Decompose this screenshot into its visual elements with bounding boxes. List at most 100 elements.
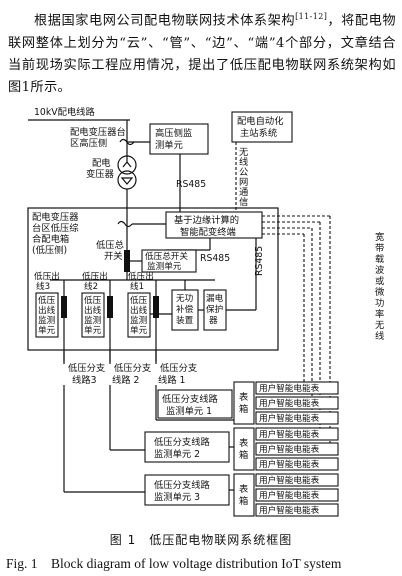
edge-terminal-line2: 智能配变终端 bbox=[180, 226, 236, 238]
hv-monitor-line1: 高压侧监 bbox=[155, 127, 192, 139]
svg-text:低压总开关: 低压总开关 bbox=[96, 239, 124, 262]
transformer-hv-line1: 配电变压器台 bbox=[70, 126, 126, 138]
meter-1a bbox=[255, 381, 339, 395]
svg-text:配电变压器台区高压侧: 配电变压器台区高压侧 bbox=[70, 126, 126, 149]
outgoing3-monitor bbox=[35, 292, 59, 338]
svg-text:无功 补偿 装置: 无功 补偿 装置 bbox=[176, 293, 196, 326]
branch2-label1: 低压分支 bbox=[114, 362, 151, 374]
meter-3a-label: 用户智能电能表 bbox=[259, 474, 320, 486]
meter-box-1 bbox=[233, 381, 255, 425]
lv-cabinet-line2: 台区低压综 bbox=[32, 222, 79, 234]
meter-2b-label: 用户智能电能表 bbox=[259, 443, 320, 455]
outgoing-1: 低压出线1 低压 出线 监测 单元 bbox=[127, 270, 159, 362]
edge-terminal-box bbox=[165, 211, 263, 239]
carrier-char-8: 无 bbox=[375, 320, 384, 331]
outgoing2-breaker bbox=[107, 296, 113, 318]
outgoing2-label1: 低压出 bbox=[82, 270, 108, 282]
branch1-monitor-box bbox=[157, 389, 233, 419]
meter-box3-char1: 表 bbox=[239, 483, 248, 495]
master-line1: 配电自动化 bbox=[237, 115, 284, 127]
svg-text:漏电 保护 器: 漏电 保护 器 bbox=[206, 292, 226, 326]
outgoing2-label2: 线2 bbox=[84, 280, 98, 292]
out2-mon-0: 低压 bbox=[84, 294, 102, 306]
meter-box-3 bbox=[233, 473, 255, 517]
main-switch-line1: 低压总 bbox=[96, 239, 124, 251]
out1-mon-1: 出线 bbox=[130, 304, 148, 316]
lv-cabinet-line3: 合配电箱 bbox=[32, 233, 69, 245]
main-switch-monitor-line1: 低压总开关 bbox=[145, 250, 188, 262]
leakage-1: 保护 bbox=[206, 303, 223, 315]
transformer-line2: 变压器 bbox=[86, 168, 115, 180]
svg-text:低压出线3: 低压出线3 bbox=[34, 270, 60, 292]
branch2-label2: 线路 2 bbox=[112, 374, 139, 386]
wireless-char-5: 信 bbox=[239, 196, 248, 208]
branch1-label2: 线路 1 bbox=[158, 374, 186, 386]
iot-system-diagram: 10kV配电线路 配电变压器台区高压侧 配电变压器 高压侧监测单元 RS485 … bbox=[27, 106, 387, 517]
wireless-char-2: 公 bbox=[239, 167, 248, 178]
meter-2b bbox=[255, 442, 339, 456]
meter-3b-label: 用户智能电能表 bbox=[259, 489, 320, 501]
meter-2a bbox=[255, 427, 339, 441]
svg-text:低压分支线路监测单元 1: 低压分支线路监测单元 1 bbox=[162, 393, 218, 417]
outgoing3-breaker bbox=[61, 296, 67, 318]
outgoing-2: 低压出线2 低压 出线 监测 单元 bbox=[81, 270, 113, 362]
meter-3c-label: 用户智能电能表 bbox=[259, 504, 320, 516]
reactive-2: 装置 bbox=[176, 314, 194, 326]
carrier-char-3: 波 bbox=[375, 264, 384, 276]
meter-group-1: 表箱 用户智能电能表 用户智能电能表 用户智能电能表 bbox=[233, 381, 339, 425]
edge-terminal-line1: 基于边缘计算的 bbox=[174, 214, 239, 226]
carrier-char-2: 载 bbox=[375, 253, 384, 265]
meter-1b bbox=[255, 396, 339, 410]
branch3-label2: 线路3 bbox=[72, 374, 97, 386]
lv-cabinet-box bbox=[27, 207, 279, 351]
carrier-char-1: 带 bbox=[375, 243, 384, 254]
carrier-char-9: 线 bbox=[375, 330, 384, 342]
svg-text:低压 出线 监测 单元: 低压 出线 监测 单元 bbox=[38, 294, 58, 336]
meter-box1-char2: 箱 bbox=[239, 403, 248, 415]
transformer-hv-line2: 区高压侧 bbox=[70, 137, 107, 149]
main-switch-block bbox=[124, 250, 130, 272]
lv-cabinet-line1: 配电变压器 bbox=[32, 211, 79, 223]
rs485-top-label: RS485 bbox=[176, 179, 206, 190]
hv-monitor-line2: 测单元 bbox=[155, 139, 183, 151]
branch2-mon-line2: 监测单元 2 bbox=[154, 448, 200, 460]
lv-cabinet-line4: (低压侧) bbox=[32, 244, 67, 256]
meter-3c bbox=[255, 503, 339, 517]
svg-text:低压分支线路3: 低压分支线路3 bbox=[68, 362, 105, 386]
carrier-char-4: 或 bbox=[375, 275, 384, 287]
svg-text:低压 出线 监测 单元: 低压 出线 监测 单元 bbox=[130, 294, 150, 336]
svg-text:配电变压器 台区低压综 合配电箱 (: 配电变压器 台区低压综 合配电箱 (低压侧) bbox=[32, 211, 81, 256]
leakage-2: 器 bbox=[209, 315, 218, 326]
figure-caption-en: Fig. 1 Block diagram of low voltage dist… bbox=[6, 556, 342, 571]
svg-text:低压出线2: 低压出线2 bbox=[82, 270, 108, 292]
line-10kv-label: 10kV配电线路 bbox=[34, 106, 95, 118]
svg-text:配电变压器: 配电变压器 bbox=[86, 157, 115, 180]
main-switch-line2: 开关 bbox=[104, 250, 123, 262]
svg-text:低压出线1: 低压出线1 bbox=[128, 270, 154, 292]
branch3-mon-line1: 低压分支线路 bbox=[154, 479, 210, 491]
outgoing1-monitor bbox=[127, 292, 151, 338]
out3-mon-2: 监测 bbox=[38, 314, 55, 326]
branch1-label1: 低压分支 bbox=[160, 362, 197, 374]
main-switch-monitor-line2: 监测单元 bbox=[147, 260, 182, 272]
out1-mon-3: 单元 bbox=[130, 324, 148, 336]
carrier-char-5: 微 bbox=[375, 286, 384, 298]
rs485-vert-label: RS485 bbox=[254, 246, 265, 276]
out3-mon-3: 单元 bbox=[38, 324, 56, 336]
meter-3a bbox=[255, 473, 339, 487]
meter-box1-char1: 表 bbox=[239, 391, 248, 403]
out3-mon-1: 出线 bbox=[38, 304, 56, 316]
svg-text:低压总开关监测单元: 低压总开关监测单元 bbox=[145, 250, 188, 272]
meter-1c-label: 用户智能电能表 bbox=[259, 412, 320, 424]
branch1-mon-line1: 低压分支线路 bbox=[162, 393, 218, 405]
outgoing1-label2: 线1 bbox=[130, 280, 144, 292]
master-station-box bbox=[231, 111, 293, 143]
meter-box2-char1: 表 bbox=[239, 437, 248, 449]
outgoing-3: 低压出线3 低压 出线 监测 单元 bbox=[34, 270, 67, 362]
outgoing2-monitor bbox=[81, 292, 105, 338]
carrier-char-7: 率 bbox=[375, 308, 384, 320]
outgoing3-label1: 低压出 bbox=[34, 270, 60, 282]
svg-text:宽 带 载 波 或: 宽 带 载 波 或 微 功 率 无 线 bbox=[375, 231, 387, 342]
meter-box2-char2: 箱 bbox=[239, 449, 248, 461]
reactive-0: 无功 bbox=[176, 293, 194, 304]
